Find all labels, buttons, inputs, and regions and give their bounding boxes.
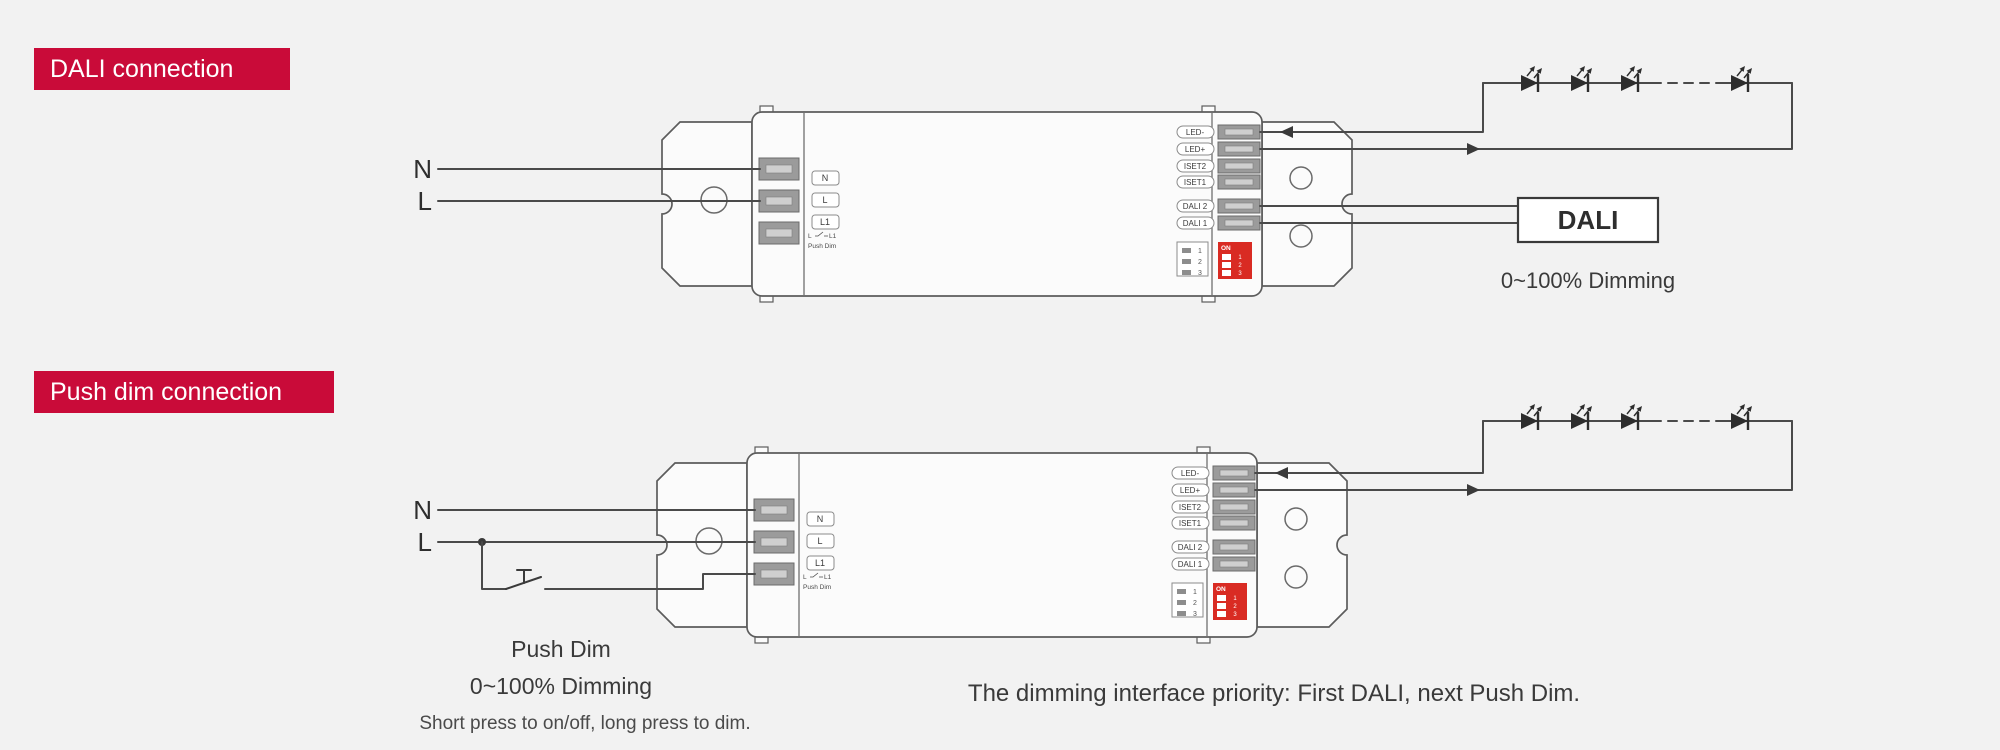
port-label-l: L — [822, 195, 827, 205]
wire-to-l1 — [544, 573, 756, 590]
dali-box-label: DALI — [1558, 205, 1619, 235]
wire-label-n: N — [413, 495, 432, 525]
port-label-dali2: DALI 2 — [1183, 202, 1208, 211]
dip-red-1: 1 — [1238, 255, 1242, 261]
dip-number-1: 1 — [1193, 589, 1197, 596]
port-label-led-minus: LED- — [1181, 469, 1200, 478]
wire-label-n: N — [413, 154, 432, 184]
push-dim-connection-diagram: N L L1 L L1 Push Dim LED- LED+ ISET2 ISE… — [413, 402, 1793, 734]
mini-label-l1: L1 — [824, 574, 832, 581]
push-dim-title: Push Dim — [511, 636, 611, 662]
led-driver-top-labels: N L L1 L L1 Push Dim LED- LED+ ISET2 ISE… — [808, 128, 1252, 279]
dip-number-2: 2 — [1193, 600, 1197, 607]
wire-switch-branch — [481, 541, 507, 590]
wire-led-minus — [1254, 420, 1484, 474]
dip-red-2: 2 — [1233, 604, 1237, 610]
mini-label-l1: L1 — [829, 233, 837, 240]
mini-label-l: L — [803, 574, 807, 581]
current-arrow-right — [1467, 143, 1480, 155]
wire-led-plus — [1254, 420, 1793, 491]
mini-label-l: L — [808, 233, 812, 240]
port-label-led-plus: LED+ — [1185, 145, 1206, 154]
dali-dimming-note: 0~100% Dimming — [1501, 268, 1675, 293]
port-label-iset2: ISET2 — [1184, 162, 1207, 171]
dip-number-3: 3 — [1198, 270, 1202, 277]
mini-label-push: Push Dim — [808, 243, 836, 250]
port-label-l1: L1 — [820, 217, 830, 227]
current-arrow-left — [1280, 126, 1293, 138]
dip-red-3: 3 — [1238, 271, 1242, 277]
push-badge-label: Push dim connection — [50, 378, 282, 406]
wire-led-plus — [1259, 82, 1793, 150]
push-switch-icon — [505, 569, 542, 590]
priority-note: The dimming interface priority: First DA… — [968, 680, 1580, 707]
port-label-led-minus: LED- — [1186, 128, 1205, 137]
port-label-iset2: ISET2 — [1179, 503, 1202, 512]
wire-led-minus — [1259, 82, 1484, 133]
port-label-l1: L1 — [815, 558, 825, 568]
port-label-dali1: DALI 1 — [1183, 219, 1208, 228]
port-label-iset1: ISET1 — [1184, 178, 1207, 187]
dali-connection-diagram: N L L1 L L1 Push Dim LED- LED+ ISET2 ISE… — [413, 64, 1793, 303]
port-label-led-plus: LED+ — [1180, 486, 1201, 495]
push-dim-hint: Short press to on/off, long press to dim… — [419, 713, 750, 734]
port-label-n: N — [817, 514, 824, 524]
port-label-n: N — [822, 173, 829, 183]
port-label-iset1: ISET1 — [1179, 519, 1202, 528]
dip-red-3: 3 — [1233, 612, 1237, 618]
dip-red-1: 1 — [1233, 596, 1237, 602]
dali-badge-label: DALI connection — [50, 55, 233, 83]
dip-number-3: 3 — [1193, 611, 1197, 618]
push-dimming-note: 0~100% Dimming — [470, 673, 652, 699]
dali-interface-box — [1516, 196, 1660, 244]
port-label-dali2: DALI 2 — [1178, 543, 1203, 552]
wire-label-l: L — [418, 186, 432, 216]
port-label-dali1: DALI 1 — [1178, 560, 1203, 569]
current-arrow-left — [1275, 467, 1288, 479]
dali-section-badge: DALI connection — [34, 48, 290, 90]
dip-number-1: 1 — [1198, 248, 1202, 255]
port-label-l: L — [817, 536, 822, 546]
mini-label-push: Push Dim — [803, 584, 831, 591]
dip-on-label: ON — [1216, 586, 1226, 593]
dip-red-2: 2 — [1238, 263, 1242, 269]
led-driver-bottom-labels: N L L1 L L1 Push Dim LED- LED+ ISET2 ISE… — [803, 469, 1247, 620]
dip-number-2: 2 — [1198, 259, 1202, 266]
dip-on-label: ON — [1221, 245, 1231, 252]
push-section-badge: Push dim connection — [34, 371, 334, 413]
current-arrow-right — [1467, 484, 1480, 496]
wire-label-l: L — [418, 527, 432, 557]
